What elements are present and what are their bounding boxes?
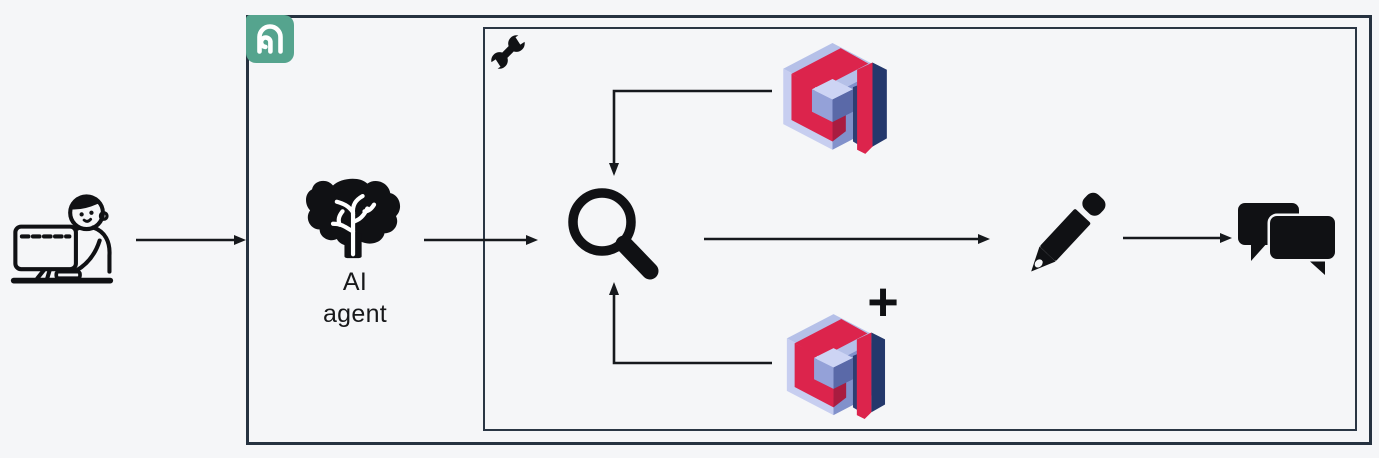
arrow-user-to-agent: [136, 235, 246, 245]
pencil-icon: [1031, 192, 1106, 272]
ai-agent-label-line2: agent: [322, 300, 388, 328]
agno-glyph-icon: [257, 24, 283, 54]
chat-bubbles-icon: [1238, 203, 1337, 278]
ai-agent-label: AI agent: [298, 266, 412, 330]
magnifying-glass-icon: [568, 188, 659, 280]
tools-boundary-box: [483, 27, 1357, 431]
plus-sign: +: [867, 272, 899, 332]
agno-logo-badge: [246, 15, 294, 63]
wrench-icon: [487, 31, 529, 73]
qdrant-logo-bottom-icon: [786, 314, 886, 420]
qdrant-logo-top-icon: [783, 43, 887, 154]
person-at-computer-icon: [10, 194, 114, 284]
ai-agent-label-line1: AI: [342, 268, 368, 296]
agent-boundary-box: [246, 15, 1372, 445]
brain-icon: [306, 178, 401, 259]
